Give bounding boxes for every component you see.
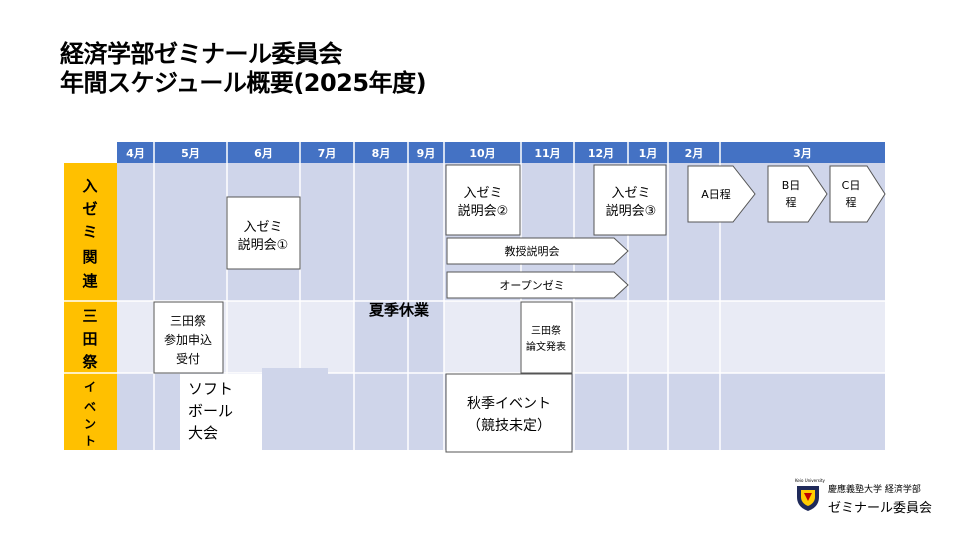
mita-entry-box: 三田祭 参加申込 受付 — [153, 301, 224, 374]
a-day-arrow: A日程 — [687, 165, 756, 223]
row-label-char: 入 — [82, 177, 97, 195]
box-text: 三田祭 — [531, 325, 561, 337]
header-corner — [64, 142, 117, 163]
seminar-briefing-1: 入ゼミ 説明会① — [226, 196, 301, 270]
box-text: ソフト — [188, 380, 233, 398]
page-title: 経済学部ゼミナール委員会 年間スケジュール概要(2025年度) — [60, 40, 427, 98]
month-header: 6月 — [254, 147, 273, 160]
month-header: 12月 — [588, 147, 614, 160]
month-header: 1月 — [639, 147, 658, 160]
autumn-event-box: 秋季イベント （競技未定） — [445, 373, 573, 453]
header-bar — [117, 142, 885, 163]
seminar-briefing-3: 入ゼミ 説明会③ — [593, 164, 667, 236]
title-line2: 年間スケジュール概要(2025年度) — [60, 69, 427, 97]
row-label-char: 祭 — [81, 353, 98, 371]
month-header: 11月 — [534, 147, 560, 160]
row-label-char: ト — [84, 434, 96, 448]
summer-column — [354, 163, 444, 450]
box-text: 受付 — [176, 352, 200, 366]
box-text: オープンゼミ — [499, 279, 564, 292]
box-text: 教授説明会 — [505, 244, 560, 258]
box-text: 大会 — [188, 424, 218, 442]
box-text: A日程 — [701, 188, 731, 201]
softball-box: ソフト ボール 大会 — [180, 368, 328, 450]
month-header: 4月 — [126, 147, 145, 160]
title-line1: 経済学部ゼミナール委員会 — [60, 40, 343, 68]
b-day-arrow: B日 程 — [767, 165, 828, 223]
month-header: 2月 — [685, 147, 704, 160]
month-header: 7月 — [318, 147, 337, 160]
band-mita — [117, 301, 885, 373]
row-label-char: ン — [84, 417, 96, 431]
row-label-char: 田 — [82, 330, 97, 348]
row-label-char: 関 — [82, 248, 97, 266]
box-text: （競技未定） — [467, 418, 551, 434]
row-label-char: ベ — [84, 400, 96, 414]
row-label-char: ミ — [82, 223, 97, 241]
mita-paper-box: 三田祭 論文発表 — [520, 301, 573, 374]
box-text: 説明会① — [238, 237, 289, 253]
keio-shield-icon — [797, 486, 819, 511]
summer-break-label: 夏季休業 — [368, 301, 430, 319]
row-label-event-bg — [64, 373, 117, 450]
logo-caption: Keio University — [795, 478, 825, 483]
box-text: 説明会③ — [606, 203, 657, 219]
box-text: ボール — [188, 402, 233, 420]
box-text: 程 — [846, 196, 857, 209]
row-label-mita: 三 田 祭 — [81, 307, 98, 371]
month-header: 3月 — [793, 147, 812, 160]
open-seminar-arrow: オープンゼミ — [446, 271, 629, 299]
logo-committee: ゼミナール委員会 — [828, 501, 933, 516]
box-text: 論文発表 — [526, 340, 566, 353]
row-label-mita-bg — [64, 301, 117, 373]
row-label-char: ゼ — [82, 200, 97, 218]
box-text: 参加申込 — [164, 332, 212, 347]
professor-briefing-arrow: 教授説明会 — [446, 237, 629, 265]
row-label-seminar: 入 ゼ ミ 関 連 — [82, 177, 98, 290]
box-text: C日 — [842, 179, 861, 192]
month-header: 5月 — [181, 147, 200, 160]
c-day-arrow: C日 程 — [829, 165, 886, 223]
month-header: 10月 — [469, 147, 495, 160]
month-header: 8月 — [372, 147, 391, 160]
box-text: 入ゼミ — [243, 220, 282, 235]
box-text: 程 — [786, 196, 797, 209]
box-text: 入ゼミ — [611, 186, 650, 201]
row-label-event: イ ベ ン ト — [84, 380, 96, 448]
month-header: 9月 — [417, 147, 436, 160]
month-headers: 4月 5月 6月 7月 8月 9月 10月 11月 12月 1月 2月 3月 — [126, 147, 812, 160]
row-label-char: 連 — [82, 272, 98, 290]
seminar-briefing-2: 入ゼミ 説明会② — [445, 164, 521, 236]
row-label-char: 三 — [82, 307, 97, 325]
box-text: 説明会② — [458, 203, 509, 219]
row-label-char: イ — [84, 380, 96, 394]
row-label-seminar-bg — [64, 163, 117, 301]
box-text: 入ゼミ — [463, 186, 502, 201]
box-text: B日 — [782, 179, 801, 192]
logo-university: 慶應義塾大学 経済学部 — [828, 485, 921, 495]
box-text: 三田祭 — [170, 314, 206, 328]
box-text: 秋季イベント — [467, 396, 551, 412]
